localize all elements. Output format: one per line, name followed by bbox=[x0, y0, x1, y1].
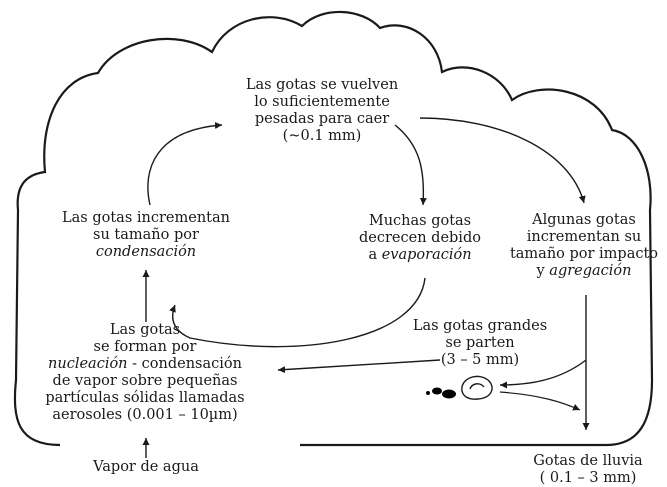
nucleation-label: Las gotas se forman por nucleación - con… bbox=[30, 322, 260, 424]
fall-label-line1: Las gotas se vuelven bbox=[245, 77, 399, 93]
breakup-label: Las gotas grandes se parten (3 – 5 mm) bbox=[400, 318, 560, 369]
nucleation-label-line1: Las gotas bbox=[109, 322, 181, 338]
evaporation-label-term: evaporación bbox=[381, 247, 472, 263]
nucleation-label-line5: partículas sólidas llamadas bbox=[45, 390, 245, 406]
nucleation-label-line3: nucleación - condensación bbox=[30, 356, 260, 373]
fall-label: Las gotas se vuelven lo suficientemente … bbox=[232, 77, 412, 145]
nucleation-label-term: nucleación bbox=[48, 356, 128, 372]
aggregation-label-term: agregación bbox=[549, 263, 632, 279]
condensation-label-line3: condensación bbox=[95, 244, 197, 260]
vapor-label-text: Vapor de agua bbox=[93, 459, 199, 475]
aggregation-label-line2: incrementan su bbox=[526, 229, 642, 245]
condensation-label-line2: su tamaño por bbox=[93, 227, 199, 243]
cloud-outline bbox=[13, 10, 654, 447]
aggregation-label: Algunas gotas incrementan su tamaño por … bbox=[508, 212, 660, 280]
evaporation-label: Muchas gotas decrecen debido a evaporaci… bbox=[345, 213, 495, 264]
fall-label-line3: pesadas para caer bbox=[254, 111, 390, 127]
arrow-condensation-to-fall bbox=[147, 122, 223, 206]
aggregation-label-prefix: y bbox=[536, 263, 550, 279]
evaporation-label-prefix: a bbox=[368, 247, 382, 263]
arrow-branch-to-breakup bbox=[499, 359, 587, 389]
breaking-drops-icon bbox=[426, 375, 493, 400]
arrow-evaporation-loop bbox=[169, 277, 426, 348]
evaporation-label-line1: Muchas gotas bbox=[368, 213, 472, 229]
evaporation-label-line3: a evaporación bbox=[345, 247, 495, 264]
nucleation-label-line4: de vapor sobre pequeñas bbox=[52, 373, 238, 389]
arrow-to-aggregation bbox=[419, 117, 586, 204]
nucleation-label-line2: se forman por bbox=[93, 339, 197, 355]
aggregation-label-line1: Algunas gotas bbox=[532, 212, 636, 228]
rain-label-line1: Gotas de lluvia bbox=[533, 453, 643, 469]
nucleation-label-rest: - condensación bbox=[127, 356, 242, 372]
fall-label-line2: lo suficientemente bbox=[254, 94, 390, 110]
vapor-label: Vapor de agua bbox=[66, 459, 226, 476]
arrow-branch-lower bbox=[499, 391, 581, 411]
rain-label-line2: ( 0.1 – 3 mm) bbox=[539, 470, 637, 486]
rain-label: Gotas de lluvia ( 0.1 – 3 mm) bbox=[513, 453, 663, 487]
breakup-label-line1: Las gotas grandes bbox=[412, 318, 548, 334]
breakup-label-line2: se parten bbox=[445, 335, 515, 351]
arrow-breakup-to-nucleation bbox=[277, 359, 441, 374]
aggregation-label-line4: y agregación bbox=[508, 263, 660, 280]
aggregation-label-line3: tamaño por impacto bbox=[509, 246, 659, 262]
breakup-label-line3: (3 – 5 mm) bbox=[440, 352, 520, 368]
condensation-label-line1: Las gotas incrementan bbox=[62, 210, 230, 226]
evaporation-label-line2: decrecen debido bbox=[359, 230, 481, 246]
nucleation-label-line6: aerosoles (0.001 – 10µm) bbox=[52, 407, 238, 423]
condensation-label: Las gotas incrementan su tamaño por cond… bbox=[46, 210, 246, 261]
fall-label-line4: (~0.1 mm) bbox=[282, 128, 362, 144]
arrow-to-evaporation bbox=[394, 124, 427, 206]
